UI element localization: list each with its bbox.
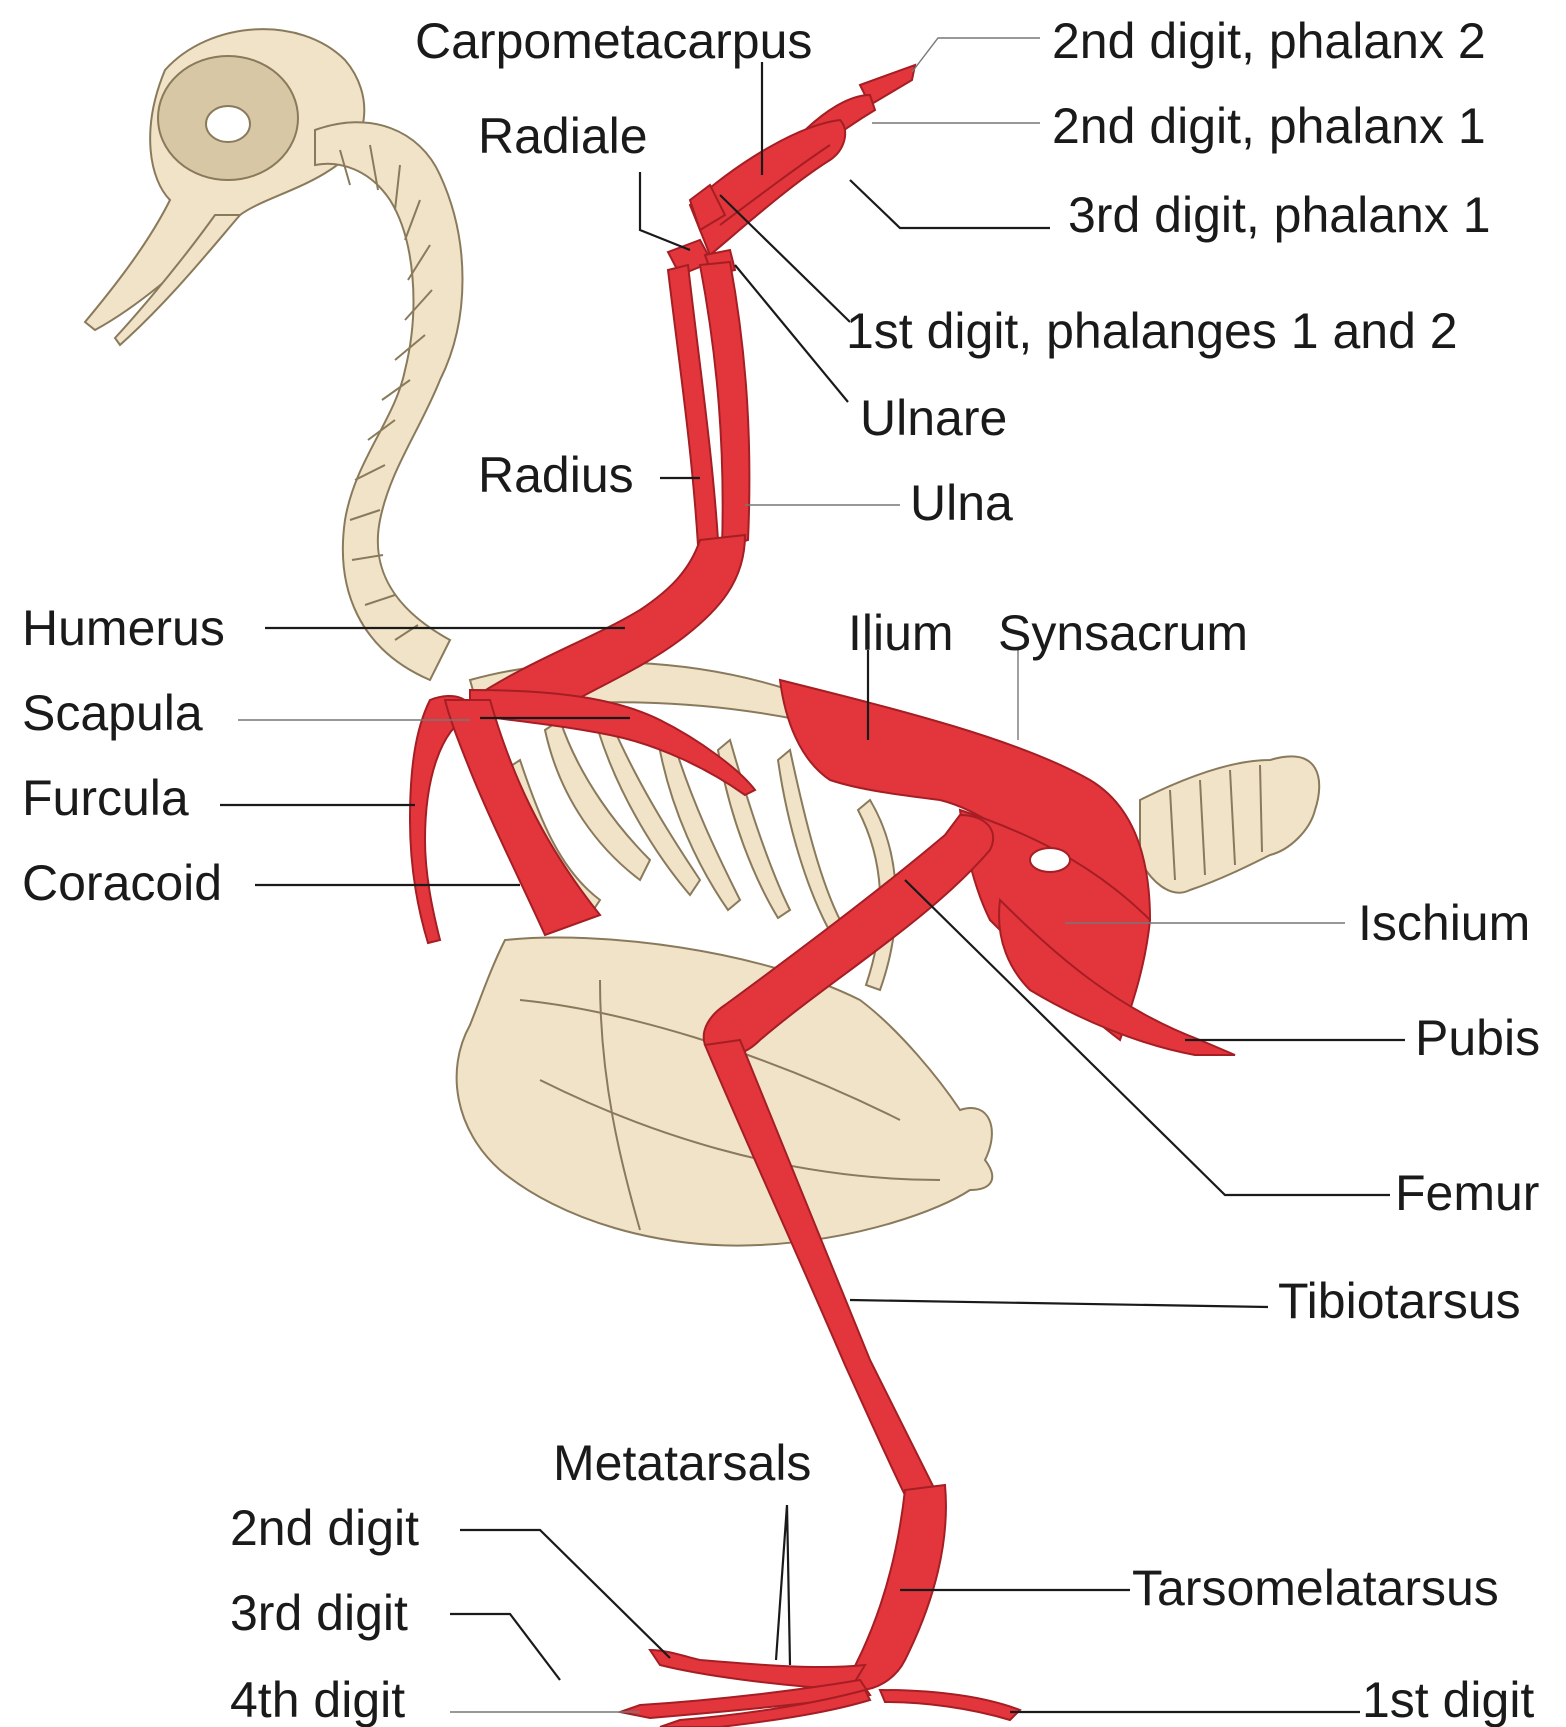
label-foot-digit3: 3rd digit [230,1585,408,1641]
label-radius: Radius [478,447,634,503]
pelvis-foramen [1030,848,1070,872]
label-carpometacarpus: Carpometacarpus [415,13,812,69]
label-ischium: Ischium [1358,895,1530,951]
label-foot-digit4: 4th digit [230,1672,405,1727]
label-ulna: Ulna [910,475,1013,531]
label-tarsometatarsus: Tarsomelatarsus [1132,1560,1499,1616]
label-ulnare: Ulnare [860,390,1007,446]
label-femur: Femur [1395,1165,1539,1221]
label-digit2-phalanx2: 2nd digit, phalanx 2 [1052,13,1486,69]
label-synsacrum: Synsacrum [998,605,1248,661]
label-scapula: Scapula [22,685,203,741]
label-digit3-phalanx1: 3rd digit, phalanx 1 [1068,187,1491,243]
label-furcula: Furcula [22,770,189,826]
label-foot-digit2: 2nd digit [230,1500,419,1556]
label-tibiotarsus: Tibiotarsus [1278,1273,1521,1329]
label-foot-digit1: 1st digit [1362,1672,1534,1727]
label-digit1-phalanges: 1st digit, phalanges 1 and 2 [846,303,1458,359]
label-digit2-phalanx1: 2nd digit, phalanx 1 [1052,98,1486,154]
label-pubis: Pubis [1415,1010,1540,1066]
label-radiale: Radiale [478,108,648,164]
label-metatarsals: Metatarsals [553,1435,811,1491]
toes [620,1650,1020,1727]
coracoid-bone [445,700,600,935]
tarsometatarsus-bone [845,1485,946,1690]
label-coracoid: Coracoid [22,855,222,911]
label-ilium: Ilium [848,605,954,661]
labels: Carpometacarpus 2nd digit, phalanx 2 2nd… [22,13,1540,1727]
tail-vertebrae [1140,756,1319,892]
neck-vertebrae [315,122,463,680]
eye-socket [206,106,250,142]
label-humerus: Humerus [22,600,225,656]
carpometacarpus-bone [690,120,845,255]
